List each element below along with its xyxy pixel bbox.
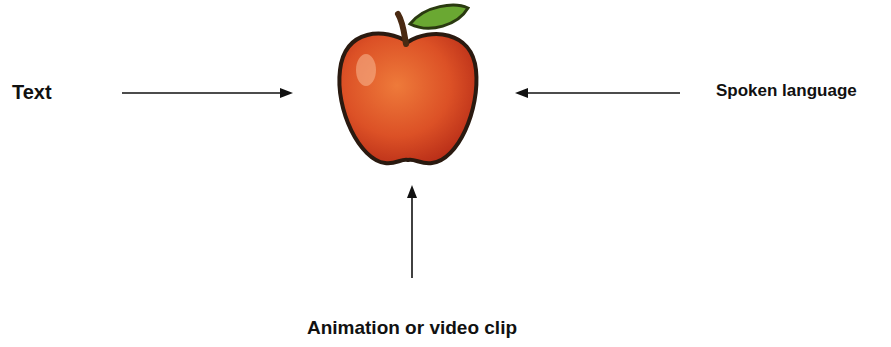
arrow-head [515,88,528,98]
diagram-label: Spoken language [716,82,857,101]
apple-stem [398,14,406,44]
arrow-head [280,88,293,98]
apple-highlight [356,54,376,86]
arrow-line [122,92,282,94]
diagram-label: Text [12,81,52,103]
arrow-line [411,196,413,278]
apple-leaf [410,5,468,28]
apple-body [339,34,476,164]
diagram-label: Animation or video clip [307,318,517,339]
arrow-line [526,92,680,94]
arrow-head [407,185,417,198]
